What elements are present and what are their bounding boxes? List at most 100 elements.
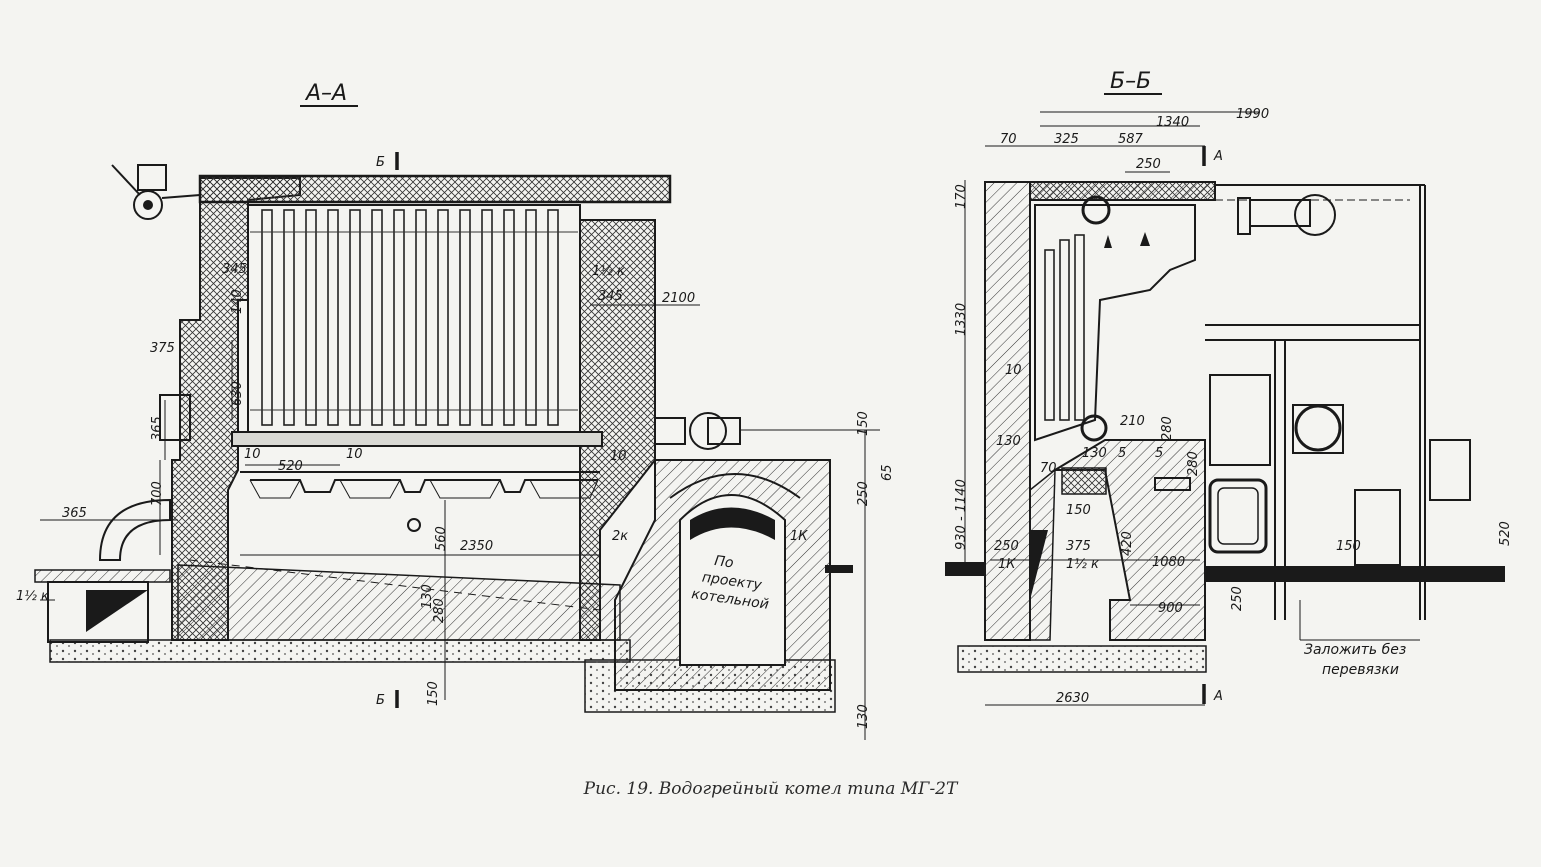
left-dim-2100: 2100 <box>662 291 695 306</box>
right-lamp-icon <box>1104 232 1150 248</box>
right-dim-210: 210 <box>1120 414 1145 429</box>
right-foundation-slab <box>957 645 1207 673</box>
left-dim-560: 560 <box>434 526 449 551</box>
right-dim-1k: 1К <box>998 557 1016 572</box>
left-foundation-slab <box>49 639 631 663</box>
right-floor-right <box>1205 566 1505 582</box>
right-dim-587: 587 <box>1118 132 1144 147</box>
right-dim-1080: 1080 <box>1152 555 1185 570</box>
left-dim-10c: 10 <box>610 449 627 464</box>
left-outlet-valve-icon <box>689 412 727 450</box>
right-top-valve-icon <box>1294 194 1336 236</box>
left-dim-1half-k: 1½ к <box>592 264 625 279</box>
right-dim-520: 520 <box>1498 521 1513 546</box>
left-boiler-body <box>247 204 581 436</box>
left-bottom-collector <box>231 431 603 447</box>
left-note-line-1: По <box>713 553 734 572</box>
right-section-title: Б–Б <box>1110 69 1151 94</box>
left-dim-2350: 2350 <box>460 539 493 554</box>
right-dim-250a: 250 <box>1136 157 1161 172</box>
left-dim-2k: 2к <box>612 529 628 544</box>
right-view-section-bb: Б–Б А А <box>945 69 1513 706</box>
right-fan-housing <box>1292 404 1344 454</box>
left-grate <box>240 471 600 493</box>
right-top-cover <box>1029 181 1216 201</box>
left-ground-mark <box>825 565 853 573</box>
left-valve-pipe <box>161 194 201 199</box>
left-top-cover <box>198 174 672 204</box>
right-dim-150a: 150 <box>1066 503 1091 518</box>
left-arch-outer <box>669 473 801 499</box>
right-dim-900: 900 <box>1158 601 1183 616</box>
left-outlet-pipe <box>707 417 741 445</box>
left-dimension-lines <box>40 304 880 740</box>
right-dim-5b: 5 <box>1155 446 1163 461</box>
right-upper-door <box>1209 374 1271 466</box>
right-cut-mark-bottom: А <box>1213 689 1223 704</box>
left-dim-365b: 365 <box>62 506 87 521</box>
right-dim-10: 10 <box>1005 363 1022 378</box>
left-valve-stem <box>111 164 141 196</box>
right-fire-door-inner <box>1217 487 1259 545</box>
right-dim-280a: 280 <box>1160 416 1175 441</box>
right-dim-325: 325 <box>1054 132 1079 147</box>
right-dim-5a: 5 <box>1118 446 1126 461</box>
left-air-duct <box>47 581 149 643</box>
left-cut-mark-top: Б <box>376 155 385 170</box>
left-cut-mark-bottom: Б <box>376 693 385 708</box>
right-dim-70a: 70 <box>1000 132 1017 147</box>
left-outlet-flange <box>654 417 686 445</box>
left-dim-375: 375 <box>150 341 175 356</box>
right-side-valve <box>1429 439 1471 501</box>
left-dim-half-k: 1½ к <box>16 589 49 604</box>
right-boiler-section <box>1034 204 1196 442</box>
left-ash-pit-floor <box>177 564 621 641</box>
right-water-tubes <box>1044 234 1085 421</box>
right-dim-375: 375 <box>1066 539 1091 554</box>
right-note-line-2: перевязки <box>1322 662 1399 678</box>
right-dim-280b: 280 <box>1186 451 1201 476</box>
left-flue-arch <box>690 507 775 540</box>
right-inner-wall <box>1029 468 1056 641</box>
right-dim-170: 170 <box>954 184 969 209</box>
figure-caption: Рис. 19. Водогрейный котел типа МГ-2Т <box>583 779 958 799</box>
right-dim-half-k: 1½ к <box>1066 557 1099 572</box>
right-grate-bar <box>1154 477 1191 491</box>
left-dim-10b: 10 <box>346 447 363 462</box>
right-dimension-lines <box>964 111 1260 706</box>
left-inspection-door <box>159 394 191 441</box>
right-dim-70b: 70 <box>1040 461 1057 476</box>
right-dim-930-1140: 930 - 1140 <box>954 479 969 550</box>
left-dim-1k: 1К <box>790 529 808 544</box>
right-cut-mark-top: А <box>1213 149 1223 164</box>
left-dim-365a: 365 <box>150 416 165 441</box>
right-dim-250b: 250 <box>994 539 1019 554</box>
left-dim-630: 630 <box>230 381 245 406</box>
right-bottom-drum-icon <box>1080 414 1108 442</box>
left-dim-130: 130 <box>420 584 435 609</box>
left-dim-10a: 10 <box>244 447 261 462</box>
right-pump-box <box>1354 489 1401 566</box>
left-dim-280: 280 <box>432 598 447 623</box>
left-duct-cover <box>34 569 171 583</box>
right-flange <box>1237 197 1251 235</box>
right-dim-1340: 1340 <box>1156 115 1189 130</box>
left-boiler-sections <box>250 209 578 426</box>
right-dim-250c: 250 <box>1230 586 1245 611</box>
left-grate-bars <box>249 479 599 499</box>
left-valve-body <box>137 164 167 191</box>
left-dim-345a: 345 <box>222 262 247 277</box>
left-dim-345b: 345 <box>598 289 623 304</box>
left-dim-250: 250 <box>856 481 871 506</box>
left-section-title: А–А <box>304 81 347 106</box>
left-flue-opening <box>679 494 786 666</box>
right-dim-130b: 130 <box>1082 446 1107 461</box>
right-dim-150b: 150 <box>1336 539 1361 554</box>
right-fire-door <box>1208 478 1268 554</box>
right-dim-420: 420 <box>1120 531 1135 556</box>
right-frame <box>1205 184 1426 620</box>
left-sight-hole-icon <box>407 518 421 532</box>
left-duct-shadow <box>86 590 148 632</box>
right-ash-shadow <box>1030 530 1048 600</box>
left-dim-140: 140 <box>230 289 245 314</box>
